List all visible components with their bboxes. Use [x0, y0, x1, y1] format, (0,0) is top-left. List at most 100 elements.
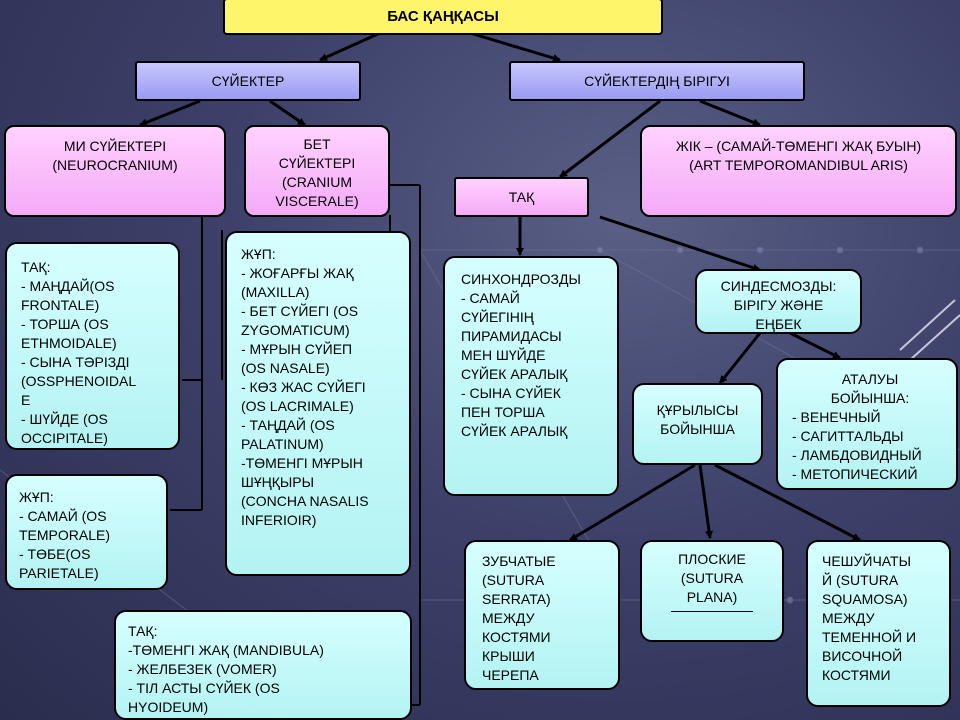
text-line: - СЫНА СҮЙЕК [461, 385, 561, 401]
text-line: (OSSPHENOIDAL [21, 373, 137, 389]
text-line: - МАҢДАЙ(OS [21, 278, 115, 294]
text-line: ZYGOMATICUM) [241, 322, 350, 338]
text-line: - ШҮЙДЕ (OS [21, 411, 108, 427]
text-line: - БЕТ СҮЙЕГІ (OS [241, 303, 359, 319]
text-line: ЧЕРЕПА [482, 667, 539, 683]
page-title: БАС ҚАҢҚАСЫ [223, 0, 663, 35]
synchondroses-node: СИНХОНДРОЗДЫ - САМАЙ СҮЙЕГІНІҢ ПИРАМИДАС… [443, 256, 619, 496]
text-line: (SUTURA [482, 572, 545, 588]
text-line: - САМАЙ (OS [19, 508, 107, 524]
text-line: PARIETALE) [19, 565, 99, 581]
text-line: ЗУБЧАТЫЕ [482, 553, 556, 569]
text-line: - ВЕНЕЧНЫЙ [792, 409, 881, 425]
text-line: ШҰҢҚЫРЫ [241, 474, 315, 490]
text-line: SQUAMOSA) [822, 591, 908, 607]
unpaired-joint-node: ТАҚ [454, 177, 589, 217]
joints-node: СҮЙЕКТЕРДІҢ БІРІГУІ [509, 61, 805, 101]
text-line: (OS LACRIMALE) [241, 398, 354, 414]
text-line: TEMPORALE) [19, 527, 111, 543]
text-line: МИ СҮЙЕКТЕРІ [63, 138, 167, 154]
text-line: ТЕМЕННОЙ И [822, 629, 917, 645]
text-line: МЕН ШҮЙДЕ [461, 347, 546, 363]
text-line: КРЫШИ [482, 648, 535, 664]
text-line: - КӨЗ ЖАС СҮЙЕГІ [241, 379, 366, 395]
text-line: ПЛОСКИЕ [678, 551, 746, 567]
text-line: ТАҚ: [128, 623, 158, 639]
text-line: - СЫНА ТӘРІЗДІ [21, 354, 130, 370]
text-line: ЖҰП: [19, 489, 54, 505]
text-line: - САМАЙ [461, 290, 520, 306]
text-line: СҮЙЕКТЕРІ [278, 155, 356, 171]
text-line: - САГИТТАЛЬДЫ [792, 428, 904, 444]
text-line: БОЙЫНША: [830, 390, 910, 406]
tmj-node: ЖІК – (САМАЙ-ТӨМЕНГІ ЖАҚ БУЫН) (ART TEMP… [640, 125, 957, 217]
text-line: БОЙЫНША [660, 421, 735, 437]
text-line: МЕЖДУ [482, 610, 535, 626]
text-line: VISCERALE) [275, 193, 359, 209]
neurocranium-node: МИ СҮЙЕКТЕРІ (NEUROCRANIUM) [4, 125, 226, 217]
text-line: - ЛАМБДОВИДНЫЙ [792, 447, 922, 463]
text-line: HYOIDEUM) [128, 699, 209, 715]
syndesmoses-node: СИНДЕСМОЗДЫ: БІРІГУ ЖӘНЕ ЕҢБЕК [695, 269, 862, 334]
text-line: ЧЕШУЙЧАТЫ [822, 553, 911, 569]
text-line: ЖҰП: [241, 246, 276, 262]
text-line: -ТӨМЕНГІ МҰРЫН [241, 455, 363, 471]
text-line: СҮЙЕГІНІҢ [461, 309, 534, 325]
text-line: PLANA) [686, 589, 738, 605]
text-line: МЕЖДУ [822, 610, 875, 626]
text-line: ЕҢБЕК [755, 316, 802, 332]
text-line: (CONCHA NASALIS [241, 493, 369, 509]
text-line: ETHMOIDALE) [21, 335, 117, 351]
text-line: - ТӨБЕ(OS [19, 546, 91, 562]
blank-underline [671, 611, 753, 612]
text-line: Й (SUTURA [822, 572, 899, 588]
bones-node: СҮЙЕКТЕР [135, 61, 361, 101]
text-line: СИНДЕСМОЗДЫ: [720, 278, 837, 294]
viscerocranium-node: БЕТ СҮЙЕКТЕРІ (CRANIUM VISCERALE) [244, 125, 390, 217]
by-name-node: АТАЛУЫ БОЙЫНША: - ВЕНЕЧНЫЙ - САГИТТАЛЬДЫ… [776, 358, 958, 490]
text-line: (ART TEMPOROMANDIBUL ARIS) [689, 157, 908, 173]
text-line: КОСТЯМИ [822, 667, 891, 683]
text-line: - ЖОҒАРҒЫ ЖАҚ [241, 265, 354, 281]
text-line: БІРІГУ ЖӘНЕ [733, 297, 824, 313]
squamosa-node: ЧЕШУЙЧАТЫ Й (SUTURA SQUAMOSA) МЕЖДУ ТЕМЕ… [806, 540, 951, 707]
text-line: ЖІК – (САМАЙ-ТӨМЕНГІ ЖАҚ БУЫН) [675, 138, 922, 154]
text-line: СИНХОНДРОЗДЫ [461, 271, 581, 287]
neuro-unpaired-list: ТАҚ: - МАҢДАЙ(OS FRONTALE) - ТОРША (OS E… [5, 242, 180, 450]
text-line: КОСТЯМИ [482, 629, 551, 645]
text-line: (CRANIUM [282, 174, 352, 190]
facial-unpaired-list: ТАҚ: -ТӨМЕНГІ ЖАҚ (MANDIBULA) - ЖЕЛБЕЗЕК… [114, 610, 412, 720]
text-line: (MAXILLA) [241, 284, 310, 300]
by-structure-node: ҚҰРЫЛЫСЫ БОЙЫНША [632, 383, 763, 465]
text-line: - МҰРЫН СҮЙЕП [241, 341, 353, 357]
text-line: FRONTALE) [21, 297, 100, 313]
facial-paired-list: ЖҰП: - ЖОҒАРҒЫ ЖАҚ (MAXILLA) - БЕТ СҮЙЕГ… [225, 231, 411, 576]
text-line: OCCIPITALE) [21, 430, 108, 446]
text-line: ТАҚ: [21, 259, 51, 275]
text-line: - ТОРША (OS [21, 316, 109, 332]
text-line: INFERIOIR) [241, 512, 317, 528]
text-line: -ТӨМЕНГІ ЖАҚ (MANDIBULA) [128, 642, 324, 658]
text-line: БЕТ [303, 136, 331, 152]
text-line: ПЕН ТОРША [461, 404, 545, 420]
text-line: (SUTURA [680, 570, 744, 586]
text-line: (OS NASALE) [241, 360, 330, 376]
text-line: ВИСОЧНОЙ [822, 648, 903, 664]
text-line: - ТАҢДАЙ (OS [241, 417, 335, 433]
plana-node: ПЛОСКИЕ (SUTURA PLANA) [640, 540, 784, 642]
text-line: ПИРАМИДАСЫ [461, 328, 562, 344]
serrata-node: ЗУБЧАТЫЕ (SUTURA SERRATA) МЕЖДУ КОСТЯМИ … [464, 540, 620, 690]
neuro-paired-list: ЖҰП: - САМАЙ (OS TEMPORALE) - ТӨБЕ(OS PA… [5, 474, 168, 590]
text-line: СҮЙЕК АРАЛЫҚ [461, 366, 568, 382]
text-line: - ЖЕЛБЕЗЕК (VOMER) [128, 661, 277, 677]
text-line: - ТІЛ АСТЫ СҮЙЕК (OS [128, 680, 280, 696]
text-line: SERRATA) [482, 591, 551, 607]
text-line: ҚҰРЫЛЫСЫ [656, 402, 739, 418]
text-line: - МЕТОПИЧЕСКИЙ [792, 466, 918, 482]
text-line: (NEUROCRANIUM) [52, 157, 178, 173]
text-line: СҮЙЕК АРАЛЫҚ [461, 423, 568, 439]
text-line: PALATINUM) [241, 436, 324, 452]
text-line: E [21, 392, 31, 408]
text-line: АТАЛУЫ [841, 371, 899, 387]
